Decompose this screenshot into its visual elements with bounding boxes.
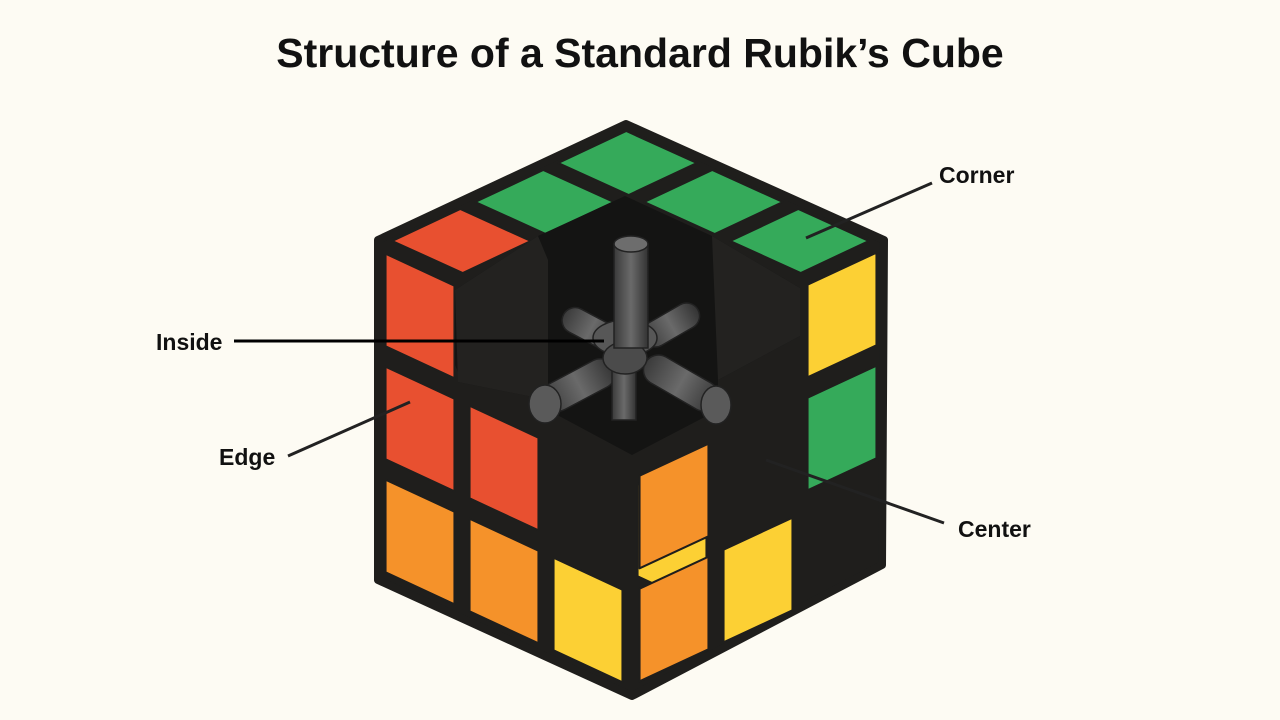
leader-line-corner xyxy=(805,181,933,240)
label-center: Center xyxy=(958,516,1031,542)
core-mechanism xyxy=(528,235,732,425)
sticker-top-0-1 xyxy=(643,169,784,235)
sticker-left-1-1 xyxy=(468,404,540,532)
leader-line-edge xyxy=(287,400,411,458)
leader-line-center xyxy=(765,458,945,525)
sticker-right-1-2 xyxy=(806,364,878,492)
sticker-top-0-2 xyxy=(729,208,870,274)
sticker-right-2-1 xyxy=(722,516,794,644)
sticker-left-2-2 xyxy=(552,556,624,684)
diagram-title: Structure of a Standard Rubik’s Cube xyxy=(276,30,1004,76)
sticker-left-2-1 xyxy=(468,517,540,645)
label-corner: Corner xyxy=(939,162,1015,188)
sticker-top-2-0 xyxy=(391,208,532,274)
sticker-left-0-0 xyxy=(384,252,456,380)
sticker-front-right-orange-low xyxy=(638,555,710,683)
sticker-left-2-0 xyxy=(384,478,456,606)
sticker-right-0-2 xyxy=(806,251,878,379)
label-inside: Inside xyxy=(156,329,223,355)
sticker-top-0-0 xyxy=(557,130,698,196)
label-edge: Edge xyxy=(219,444,276,470)
sticker-front-right-orange xyxy=(638,442,710,570)
cavity-shadow xyxy=(455,236,548,400)
sticker-left-1-0 xyxy=(384,365,456,493)
cavity-shadow-right xyxy=(712,236,800,380)
